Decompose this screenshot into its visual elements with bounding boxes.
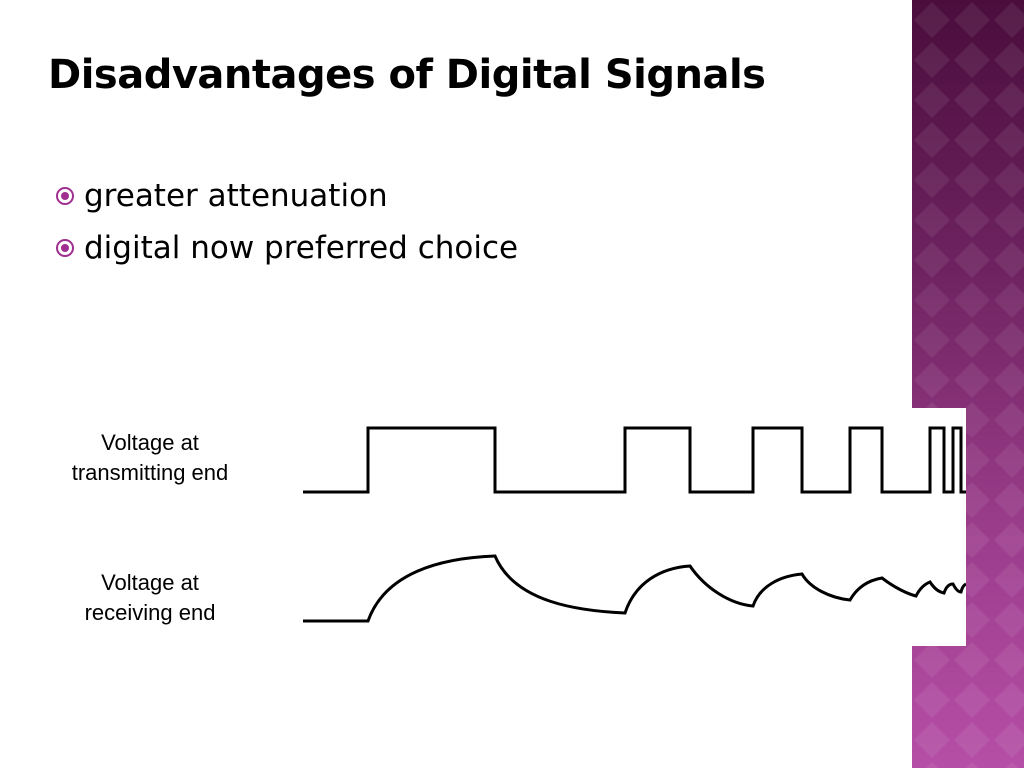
transmit-label-line: transmitting end — [71, 460, 229, 485]
receive-label-line: receiving end — [84, 600, 216, 625]
circled-dot-icon — [56, 187, 74, 205]
waveforms — [303, 426, 966, 623]
receive-label-line: Voltage at — [101, 570, 199, 595]
transmitted-square-wave — [303, 426, 966, 494]
bullet-text: digital now preferred choice — [84, 230, 519, 266]
side-decoration-panel — [912, 0, 1024, 768]
bullet-item: digital now preferred choice — [54, 222, 518, 274]
bullet-list: greater attenuation digital now preferre… — [54, 170, 518, 274]
slide-title: Disadvantages of Digital Signals — [48, 52, 766, 98]
bullet-item: greater attenuation — [54, 170, 518, 222]
bullet-text: greater attenuation — [84, 178, 388, 214]
diamond-pattern — [912, 0, 1024, 768]
transmit-label-line: Voltage at — [101, 430, 199, 455]
receive-label: Voltage at receiving end — [40, 568, 260, 628]
signal-diagram: Voltage at transmitting end Voltage at r… — [40, 408, 966, 646]
received-attenuated-wave — [303, 554, 966, 623]
transmit-label: Voltage at transmitting end — [40, 428, 260, 488]
circled-dot-icon — [56, 239, 74, 257]
